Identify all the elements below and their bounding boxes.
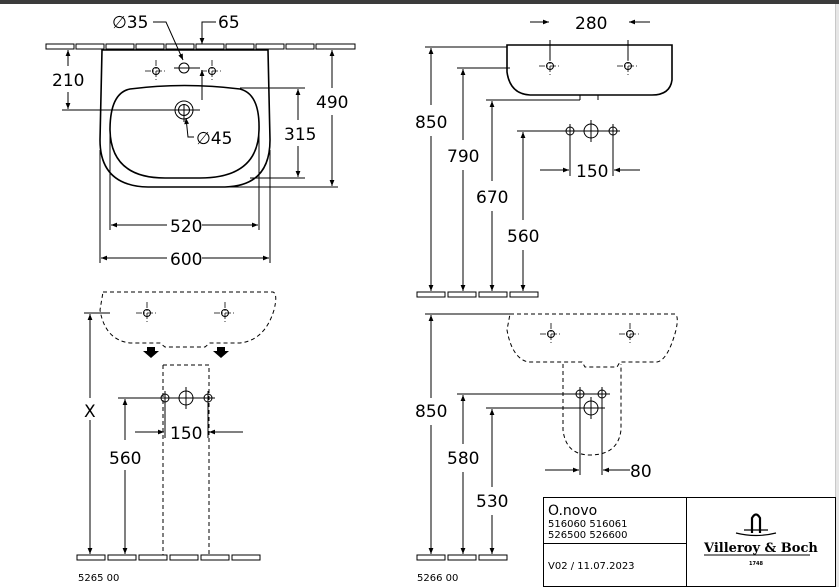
dim-150: 150 <box>576 162 608 182</box>
villeroy-boch-logo: Villeroy & Boch 1748 <box>703 513 818 567</box>
version-date: V02 / 11.07.2023 <box>548 561 635 572</box>
dim-x: X <box>84 402 96 422</box>
window-top-bar <box>0 0 839 4</box>
brand-year: 1748 <box>749 561 763 567</box>
dim-150: 150 <box>170 424 202 444</box>
dim-600: 600 <box>170 250 202 270</box>
product-codes-1: 516060 516061 <box>548 519 628 530</box>
dim-850: 850 <box>415 402 447 422</box>
article-code-5266: 5266 00 <box>417 573 458 584</box>
dim-210: 210 <box>52 71 84 91</box>
dim-580: 580 <box>447 449 479 469</box>
dim-560: 560 <box>507 227 539 247</box>
scrollbar[interactable] <box>835 4 839 587</box>
top-view-panel: ∅35 65 210 ∅45 315 490 520 600 <box>45 13 356 270</box>
dim-530: 530 <box>476 492 508 512</box>
dim-560: 560 <box>109 449 141 469</box>
dim-670: 670 <box>476 188 508 208</box>
brand-name: Villeroy & Boch <box>703 541 818 556</box>
product-name: O.novo <box>548 503 597 519</box>
dim-520: 520 <box>170 217 202 237</box>
dim-35: ∅35 <box>112 13 148 33</box>
dim-850: 850 <box>415 113 447 133</box>
product-codes-2: 526500 526600 <box>548 530 628 541</box>
dim-45: ∅45 <box>196 129 232 149</box>
dim-790: 790 <box>447 147 479 167</box>
dim-80: 80 <box>630 462 652 482</box>
dim-490: 490 <box>316 93 348 113</box>
side-view-panel: 280 850 790 670 560 150 <box>415 14 673 298</box>
title-block: O.novo 516060 516061 526500 526600 V02 /… <box>543 497 836 587</box>
dim-280: 280 <box>575 14 607 34</box>
dim-315: 315 <box>284 125 316 145</box>
basin-side-outline <box>506 44 673 96</box>
article-code-5265: 5265 00 <box>78 573 119 584</box>
dim-65: 65 <box>218 13 240 33</box>
pedestal-view-panel: X 560 150 5265 00 <box>76 291 277 584</box>
bowl-outline <box>109 84 260 179</box>
semi-pedestal-view-panel: 850 580 530 80 5266 00 <box>415 313 678 584</box>
wall-line <box>45 43 356 50</box>
